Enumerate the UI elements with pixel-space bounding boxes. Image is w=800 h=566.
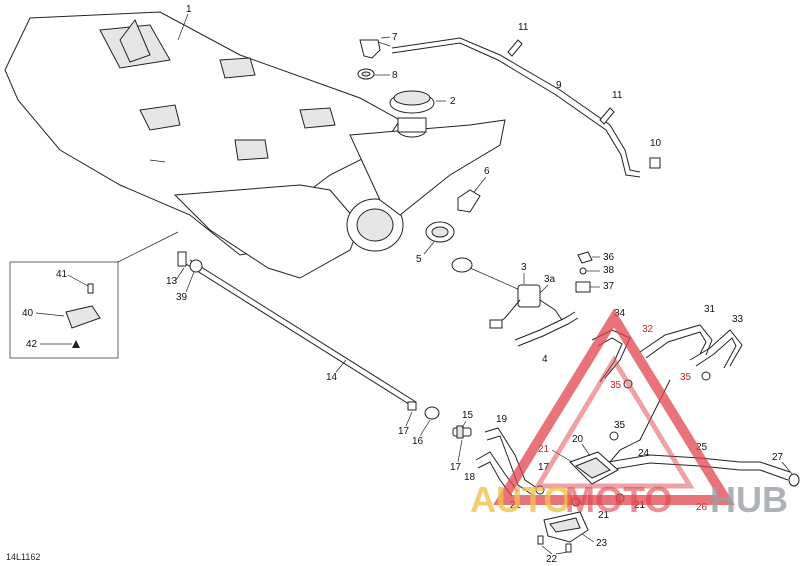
callout-3: 3 (521, 262, 527, 273)
callout-24: 24 (638, 448, 650, 459)
bracket-23 (543, 511, 589, 543)
callout-21-right: 21 (634, 500, 646, 511)
callout-2: 2 (450, 96, 456, 107)
grommet-16 (424, 406, 440, 420)
callout-39: 39 (176, 292, 188, 303)
fuel-line-14 (185, 259, 417, 407)
callout-26: 26 (696, 502, 708, 513)
callout-42: 42 (26, 339, 38, 350)
callout-23: 23 (596, 538, 608, 549)
fuel-outlet-hose (514, 311, 579, 347)
bracket-40 (65, 305, 101, 329)
vent-hose (391, 37, 641, 173)
callout-36: 36 (603, 252, 615, 263)
callout-17-left: 17 (398, 426, 410, 437)
grommet-42 (72, 340, 80, 348)
fastener-36 (577, 251, 593, 264)
callout-31: 31 (704, 304, 716, 315)
fuel-cap (389, 90, 435, 138)
callout-1: 1 (186, 4, 192, 15)
callout-35-mid: 35 (614, 420, 626, 431)
callout-11-top: 11 (518, 22, 529, 33)
watermark-text-hub: HUB (710, 479, 788, 520)
clamp-35-right (701, 371, 711, 381)
callout-17-right: 17 (538, 462, 550, 473)
callout-37: 37 (603, 281, 615, 292)
callout-13: 13 (166, 276, 178, 287)
callout-5: 5 (416, 254, 422, 265)
detail-inset-box (9, 261, 119, 359)
hose-19 (484, 427, 541, 497)
callout-21-top: 21 (538, 444, 550, 455)
hose-33 (689, 329, 743, 369)
fuel-pump (451, 257, 541, 308)
hose-25 (607, 454, 791, 481)
callout-35-left: 35 (610, 380, 622, 391)
callout-4: 4 (542, 354, 548, 365)
callout-22: 22 (546, 554, 558, 565)
clamp-35-mid (609, 431, 619, 441)
callout-27: 27 (772, 452, 784, 463)
screw-41 (87, 283, 94, 294)
callout-35-right: 35 (680, 372, 692, 383)
fuel-tank (4, 11, 506, 279)
callout-21-left: 21 (510, 500, 522, 511)
vent-valve (359, 39, 391, 59)
callout-41: 41 (56, 269, 68, 280)
callout-6: 6 (484, 166, 490, 177)
callout-19: 19 (496, 414, 508, 425)
callout-34: 34 (614, 308, 626, 319)
watermark-text-auto: AUTO (470, 479, 571, 520)
screws-22 (537, 535, 572, 553)
callout-40: 40 (22, 308, 34, 319)
fitting-13 (177, 251, 203, 273)
callout-11-mid: 11 (612, 90, 623, 101)
check-valve (649, 157, 661, 169)
fastener-38 (579, 267, 587, 275)
callout-15: 15 (462, 410, 474, 421)
callout-14: 14 (326, 372, 338, 383)
diagram-code: 14L1162 (6, 552, 40, 562)
callout-38: 38 (603, 265, 615, 276)
watermark-logo: AUTO MOTO HUB (470, 308, 788, 520)
callout-8: 8 (392, 70, 398, 81)
callout-7: 7 (392, 32, 398, 43)
callout-3a: 3a (544, 274, 556, 285)
callout-33: 33 (732, 314, 744, 325)
callout-25: 25 (696, 442, 708, 453)
clamp-17-left (407, 401, 417, 411)
callout-9: 9 (556, 80, 562, 91)
callout-20: 20 (572, 434, 584, 445)
clip-37 (575, 281, 591, 293)
hose-31 (639, 324, 713, 359)
callout-32: 32 (642, 324, 654, 335)
distribution-block (569, 451, 619, 485)
callout-18: 18 (464, 472, 476, 483)
callout-17-mid: 17 (450, 462, 462, 473)
cap-27 (788, 473, 800, 487)
callout-21-bottom: 21 (598, 510, 610, 521)
lock-ring (425, 221, 455, 243)
callout-10: 10 (650, 138, 662, 149)
watermark-triangle (493, 308, 735, 505)
watermark-text-moto: MOTO (565, 479, 672, 520)
gasket (457, 189, 481, 213)
callout-16: 16 (412, 436, 424, 447)
fuel-level-sensor-harness (489, 299, 563, 329)
seal-ring (357, 68, 375, 80)
